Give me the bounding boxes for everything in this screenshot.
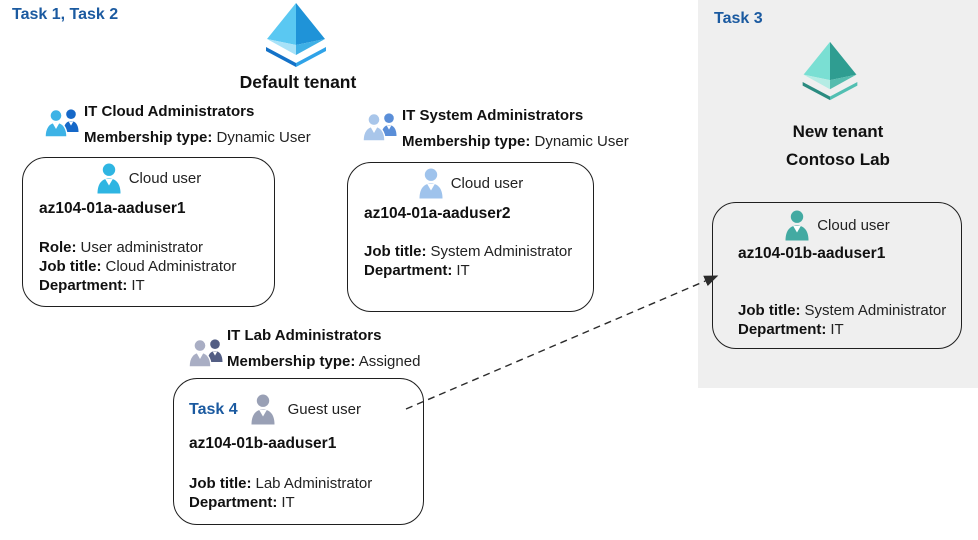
group-icon-blue	[44, 106, 82, 139]
membership-value: Dynamic User	[216, 129, 311, 146]
field-department: Department:IT	[39, 277, 145, 294]
cloud-user-icon	[418, 167, 444, 200]
membership-label: Membership type:	[402, 133, 531, 150]
guest-card-header: Task 4 Guest user	[189, 393, 361, 426]
user-card-aaduser1-new-tenant: Cloud user az104-01b-aaduser1 Job title:…	[712, 202, 962, 349]
task-4-label: Task 4	[189, 400, 238, 418]
task-3-label: Task 3	[714, 10, 763, 27]
guest-user-icon	[250, 393, 276, 426]
default-tenant-title: Default tenant	[239, 72, 357, 92]
new-tenant-panel: Task 3 New tenant Contoso Lab	[698, 0, 978, 388]
group-title-lab-admins: IT Lab Administrators	[227, 327, 382, 344]
user-fields: Job title:System Administrator Departmen…	[738, 301, 946, 339]
membership-value: Assigned	[358, 353, 421, 370]
new-tenant-title-line2: Contoso Lab	[786, 150, 890, 169]
user-fields: Job title:System Administrator Departmen…	[364, 242, 572, 280]
group-membership-system-admins: Membership type: Dynamic User	[402, 133, 629, 150]
group-icon-gray	[188, 336, 226, 369]
membership-value: Dynamic User	[534, 133, 629, 150]
membership-label: Membership type:	[84, 129, 213, 146]
group-title-cloud-admins: IT Cloud Administrators	[84, 103, 255, 120]
field-job-title: Job title:System Administrator	[364, 243, 573, 260]
field-job-title: Job title:Cloud Administrator	[39, 258, 237, 275]
user-type-label: Cloud user	[128, 170, 202, 187]
user-type-label: Cloud user	[817, 217, 890, 234]
user-name: az104-01b-aaduser1	[189, 435, 337, 452]
azure-ad-tenant-icon-teal	[799, 40, 861, 102]
group-membership-cloud-admins: Membership type: Dynamic User	[84, 129, 311, 146]
user-card-aaduser1: Cloud user az104-01a-aaduser1 Role:User …	[22, 157, 275, 307]
user-name: az104-01b-aaduser1	[738, 245, 886, 262]
user-card-header: Cloud user	[348, 167, 593, 200]
group-icon-light-blue	[362, 110, 400, 143]
user-name: az104-01a-aaduser1	[39, 200, 186, 217]
user-type-label: Guest user	[287, 401, 361, 418]
user-type-label: Cloud user	[450, 175, 524, 192]
user-card-header: Cloud user	[23, 162, 274, 195]
field-department: Department:IT	[738, 321, 844, 338]
new-tenant-title-line1: New tenant	[792, 122, 884, 141]
cloud-user-icon	[96, 162, 122, 195]
user-fields: Role:User administrator Job title:Cloud …	[39, 238, 236, 295]
field-job-title: Job title:System Administrator	[738, 302, 947, 319]
membership-label: Membership type:	[227, 353, 356, 370]
user-card-aaduser2: Cloud user az104-01a-aaduser2 Job title:…	[347, 162, 594, 312]
user-name: az104-01a-aaduser2	[364, 205, 511, 222]
azure-ad-tenant-icon-blue	[262, 2, 330, 68]
cloud-user-icon	[784, 209, 810, 242]
group-title-system-admins: IT System Administrators	[402, 107, 584, 124]
user-card-header: Cloud user	[713, 209, 961, 242]
group-membership-lab-admins: Membership type: Assigned	[227, 353, 420, 370]
field-department: Department:IT	[364, 262, 470, 279]
guest-user-card: Task 4 Guest user az104-01b-aaduser1 Job…	[173, 378, 424, 525]
task-1-2-label: Task 1, Task 2	[12, 6, 119, 23]
user-fields: Job title:Lab Administrator Department:I…	[189, 474, 372, 512]
field-department: Department:IT	[189, 494, 295, 511]
field-job-title: Job title:Lab Administrator	[189, 475, 373, 492]
field-role: Role:User administrator	[39, 239, 204, 256]
